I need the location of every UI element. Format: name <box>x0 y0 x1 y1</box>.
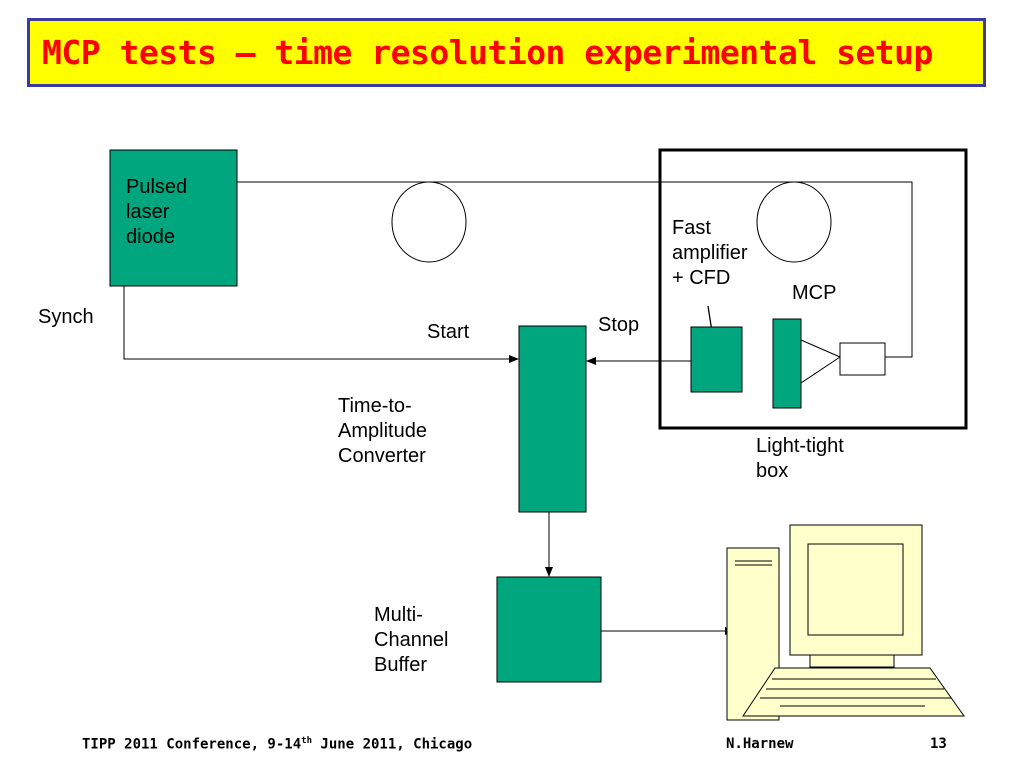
amplifier-label-line: Fast <box>672 217 711 239</box>
synch-label: Synch <box>38 306 94 328</box>
footer-conference-text: TIPP 2011 Conference, 9-14 <box>82 736 302 753</box>
laser-label-line: laser <box>126 201 170 223</box>
start-label: Start <box>427 321 470 343</box>
slide-number: 13 <box>930 736 947 752</box>
fibre-loop-right <box>756 181 832 263</box>
amplifier-label-line: + CFD <box>672 267 731 289</box>
mcp-label: MCP <box>792 282 837 304</box>
tac-label: Time-to- Amplitude Converter <box>338 394 427 469</box>
synch-line <box>123 286 519 363</box>
buffer-label-line: Multi- <box>374 604 423 626</box>
tac-label-line: Amplitude <box>338 420 427 442</box>
amplifier-label: Fast amplifier + CFD <box>672 216 748 291</box>
box-label-line: Light-tight <box>756 435 844 457</box>
amplifier-label-line: amplifier <box>672 242 748 264</box>
fast-amplifier-cfd <box>690 326 743 393</box>
footer-conference-sup: th <box>301 736 312 746</box>
footer-conference-text-end: June 2011, Chicago <box>312 736 473 753</box>
photocathode-window <box>839 342 886 376</box>
slide-title: MCP tests – time resolution experimental… <box>42 33 933 72</box>
footer-author: N.Harnew <box>726 736 794 752</box>
stop-label: Stop <box>598 314 640 336</box>
buffer-label-line: Channel <box>374 629 449 651</box>
laser-label-line: diode <box>126 226 175 248</box>
footer-conference: TIPP 2011 Conference, 9-14th June 2011, … <box>82 736 472 753</box>
light-tight-box-label: Light-tight box <box>756 434 844 484</box>
time-to-amplitude-converter <box>518 325 587 513</box>
fibre-loop-left <box>391 181 467 263</box>
computer-stand <box>809 654 895 668</box>
pulsed-laser-diode <box>109 149 238 287</box>
laser-label-line: Pulsed <box>126 176 188 198</box>
box-label-line: box <box>756 460 789 482</box>
mcp-detector <box>772 318 802 409</box>
buffer-label: Multi- Channel Buffer <box>374 603 449 678</box>
buffer-label-line: Buffer <box>374 654 427 676</box>
tac-label-line: Time-to- <box>338 395 412 417</box>
laser-label: Pulsed laser diode <box>126 175 187 250</box>
light-tight-box <box>658 148 968 430</box>
tac-label-line: Converter <box>338 445 426 467</box>
fibre-line <box>237 181 913 358</box>
monitor-screen <box>807 543 904 636</box>
mcp-cone <box>800 339 842 384</box>
computer-keyboard <box>742 667 965 717</box>
multi-channel-buffer <box>496 576 602 683</box>
computer-icon <box>726 524 965 721</box>
title-banner: MCP tests – time resolution experimental… <box>27 18 986 87</box>
